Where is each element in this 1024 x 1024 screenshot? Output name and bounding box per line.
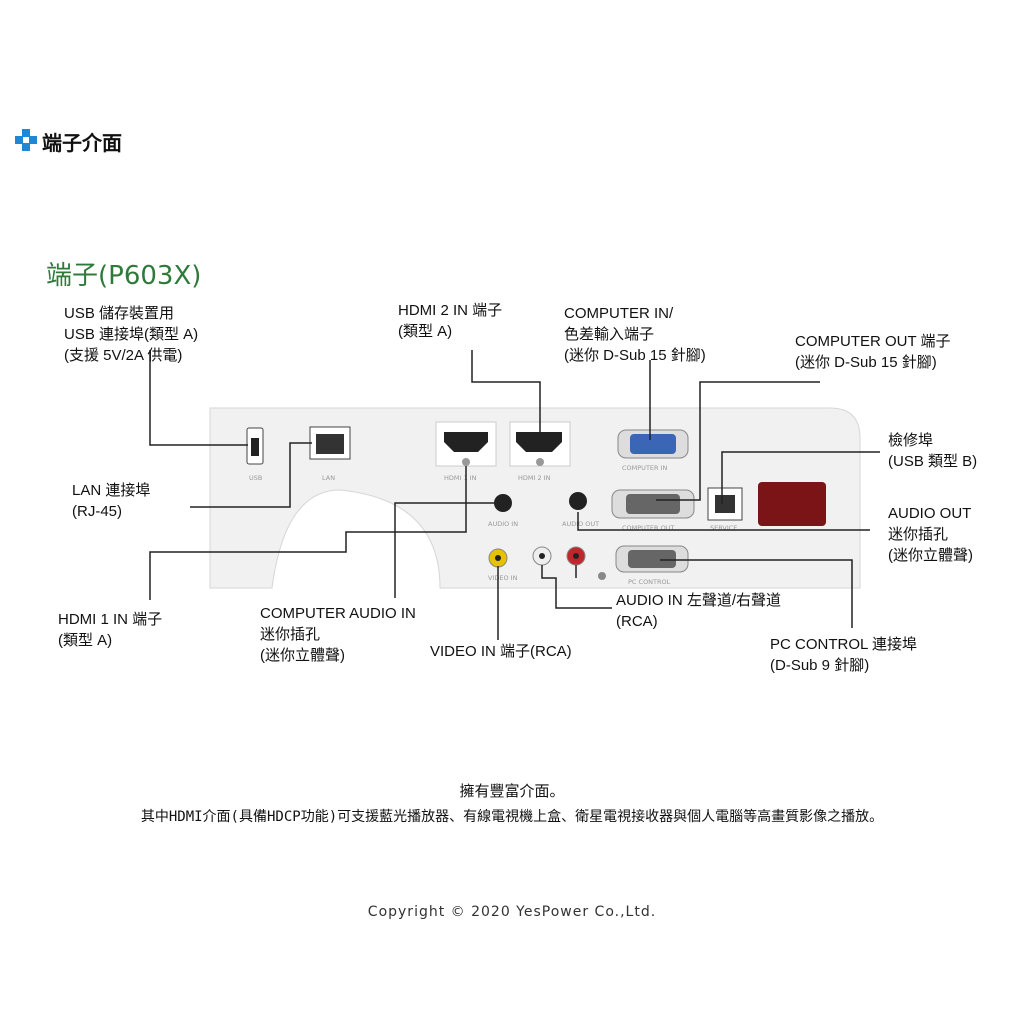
section-title: 端子介面 bbox=[42, 131, 122, 155]
leader-audio-out bbox=[577, 512, 870, 531]
label-computer-out: COMPUTER OUT 端子(迷你 D-Sub 15 針腳) bbox=[795, 333, 951, 371]
leader-usb bbox=[149, 350, 248, 446]
label-service: 檢修埠(USB 類型 B) bbox=[888, 432, 978, 470]
hdmi1-port bbox=[444, 432, 488, 452]
panel-label-video-in: VIDEO IN bbox=[488, 574, 518, 582]
blue-cross-icon bbox=[15, 129, 37, 151]
copyright: Copyright © 2020 YesPower Co.,Ltd. bbox=[367, 904, 657, 920]
audio-in-jack bbox=[494, 494, 512, 512]
label-audio-in-lr: AUDIO IN 左聲道/右聲道(RCA) bbox=[616, 592, 782, 630]
leader-pc-control bbox=[660, 559, 853, 628]
leader-lan bbox=[190, 442, 312, 508]
panel-label-pc-control: PC CONTROL bbox=[628, 578, 671, 586]
panel-label-hdmi2: HDMI 2 IN bbox=[518, 474, 551, 482]
panel-label-usb: USB bbox=[249, 474, 262, 482]
panel-label-hdmi1: HDMI 1 IN bbox=[444, 474, 477, 482]
label-pc-control: PC CONTROL 連接埠(D-Sub 9 針腳) bbox=[770, 636, 917, 674]
leader-computer-out bbox=[656, 381, 820, 501]
footer-line-1: 擁有豐富介面。 bbox=[459, 782, 565, 800]
leader-hdmi2 bbox=[471, 350, 541, 450]
label-video-in: VIDEO IN 端子(RCA) bbox=[430, 643, 572, 660]
label-computer-in: COMPUTER IN/色差輸入端子(迷你 D-Sub 15 針腳) bbox=[564, 305, 706, 364]
leader-computer-audio-in bbox=[394, 502, 495, 598]
panel-label-lan: LAN bbox=[322, 474, 335, 482]
panel-label-computer-out: COMPUTER OUT bbox=[622, 524, 674, 532]
leader-service bbox=[721, 451, 880, 504]
panel-label-audio-in: AUDIO IN bbox=[488, 520, 518, 528]
audio-out-jack bbox=[569, 492, 587, 510]
footer-line-2: 其中HDMI介面(具備HDCP功能)可支援藍光播放器、有線電視機上盒、衛星電視接… bbox=[140, 809, 884, 825]
label-hdmi1: HDMI 1 IN 端子(類型 A) bbox=[58, 611, 163, 649]
model-title: 端子(P603X) bbox=[46, 261, 202, 291]
leader-audio-in bbox=[541, 565, 612, 609]
label-lan: LAN 連接埠(RJ-45) bbox=[72, 482, 151, 520]
leader-hdmi1 bbox=[149, 466, 467, 600]
panel-label-computer-in: COMPUTER IN bbox=[622, 464, 668, 472]
label-hdmi2: HDMI 2 IN 端子(類型 A) bbox=[398, 302, 503, 340]
ir-window bbox=[758, 482, 826, 526]
panel-label-audio-out: AUDIO OUT bbox=[562, 520, 599, 528]
hdmi2-port bbox=[516, 432, 562, 452]
panel-label-service: SERVICE bbox=[710, 524, 737, 532]
